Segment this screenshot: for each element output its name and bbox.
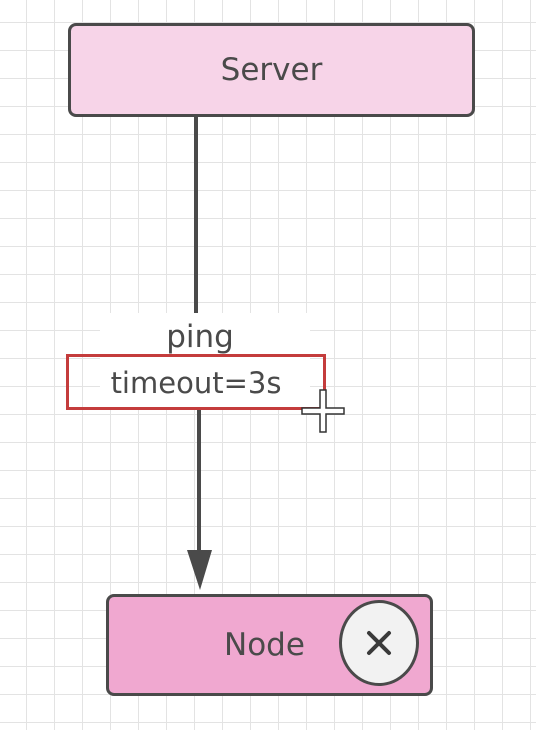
crosshair-move-cursor-icon <box>301 389 345 433</box>
node-node-label: Node <box>224 627 305 663</box>
edge-label-background <box>100 313 310 409</box>
server-node[interactable]: Server <box>68 23 475 117</box>
edge-label-ping: ping <box>166 319 234 355</box>
node-close-button[interactable] <box>339 600 419 686</box>
edge-label-timeout-text: timeout=3s <box>110 366 282 400</box>
connector-arrowhead <box>187 550 212 590</box>
close-icon <box>367 631 391 655</box>
server-node-label: Server <box>220 52 323 88</box>
edge-label-timeout-editing[interactable]: timeout=3s <box>66 354 326 410</box>
